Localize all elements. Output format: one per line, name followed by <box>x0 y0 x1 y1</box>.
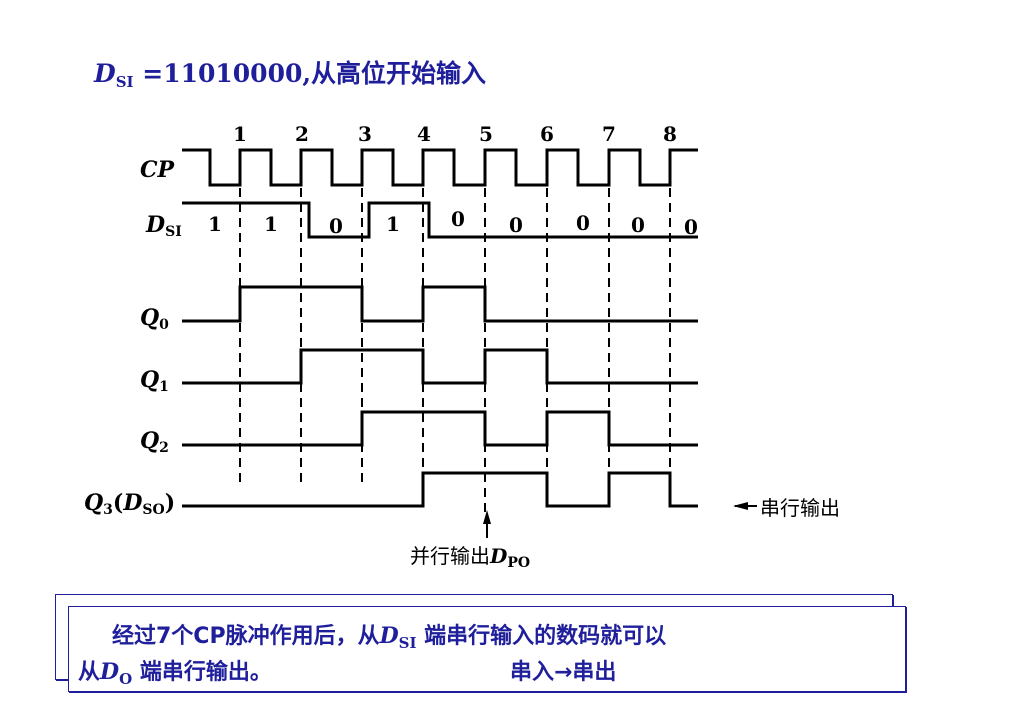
dsi-bit: 0 <box>576 211 590 235</box>
clock-number: 3 <box>358 122 372 146</box>
dsi-bit: 0 <box>509 213 523 237</box>
dsi-bit: 1 <box>264 212 278 236</box>
clock-number: 4 <box>417 122 431 146</box>
dsi-bit: 0 <box>684 215 698 239</box>
q1-waveform <box>182 348 698 385</box>
q3-label: Q3(DSO) <box>84 490 176 518</box>
clock-number: 2 <box>295 122 309 146</box>
arrows <box>483 502 757 538</box>
q1-label: Q1 <box>140 367 169 395</box>
serial-output-arrowhead <box>733 502 748 510</box>
clock-number: 7 <box>602 122 616 146</box>
q2-waveform <box>182 410 698 447</box>
clock-number: 6 <box>540 122 554 146</box>
waveforms <box>182 148 698 508</box>
clock-number: 5 <box>479 122 493 146</box>
q2-label: Q2 <box>140 428 169 456</box>
dsi-bit: 1 <box>386 212 400 236</box>
q3-waveform <box>182 471 698 508</box>
note-tail: 串入→串出 <box>510 660 617 685</box>
dsi-waveform <box>182 201 698 239</box>
note-line-2: 从DO 端串行输出。 <box>78 659 272 688</box>
cp-waveform <box>182 148 698 187</box>
clock-number: 1 <box>233 122 247 146</box>
q0-label: Q0 <box>140 305 169 333</box>
note-box <box>68 606 906 692</box>
parallel-output-arrowhead <box>483 510 491 524</box>
dsi-bit: 0 <box>329 214 343 238</box>
note-line-1: 经过7个CP脉冲作用后，从DSI 端串行输入的数码就可以 <box>112 623 667 652</box>
q0-waveform <box>182 285 698 323</box>
serial-output-label: 串行输出 <box>760 496 840 520</box>
clock-number: 8 <box>663 122 677 146</box>
dsi-bit: 0 <box>631 213 645 237</box>
dsi-bit: 0 <box>451 207 465 231</box>
dsi-label: DSI <box>146 212 182 240</box>
parallel-output-label: 并行输出DPO <box>410 544 531 571</box>
cp-label: CP <box>140 157 175 183</box>
sequence-title: DSI =11010000,从高位开始输入 <box>94 59 487 91</box>
dsi-bit: 1 <box>208 212 222 236</box>
